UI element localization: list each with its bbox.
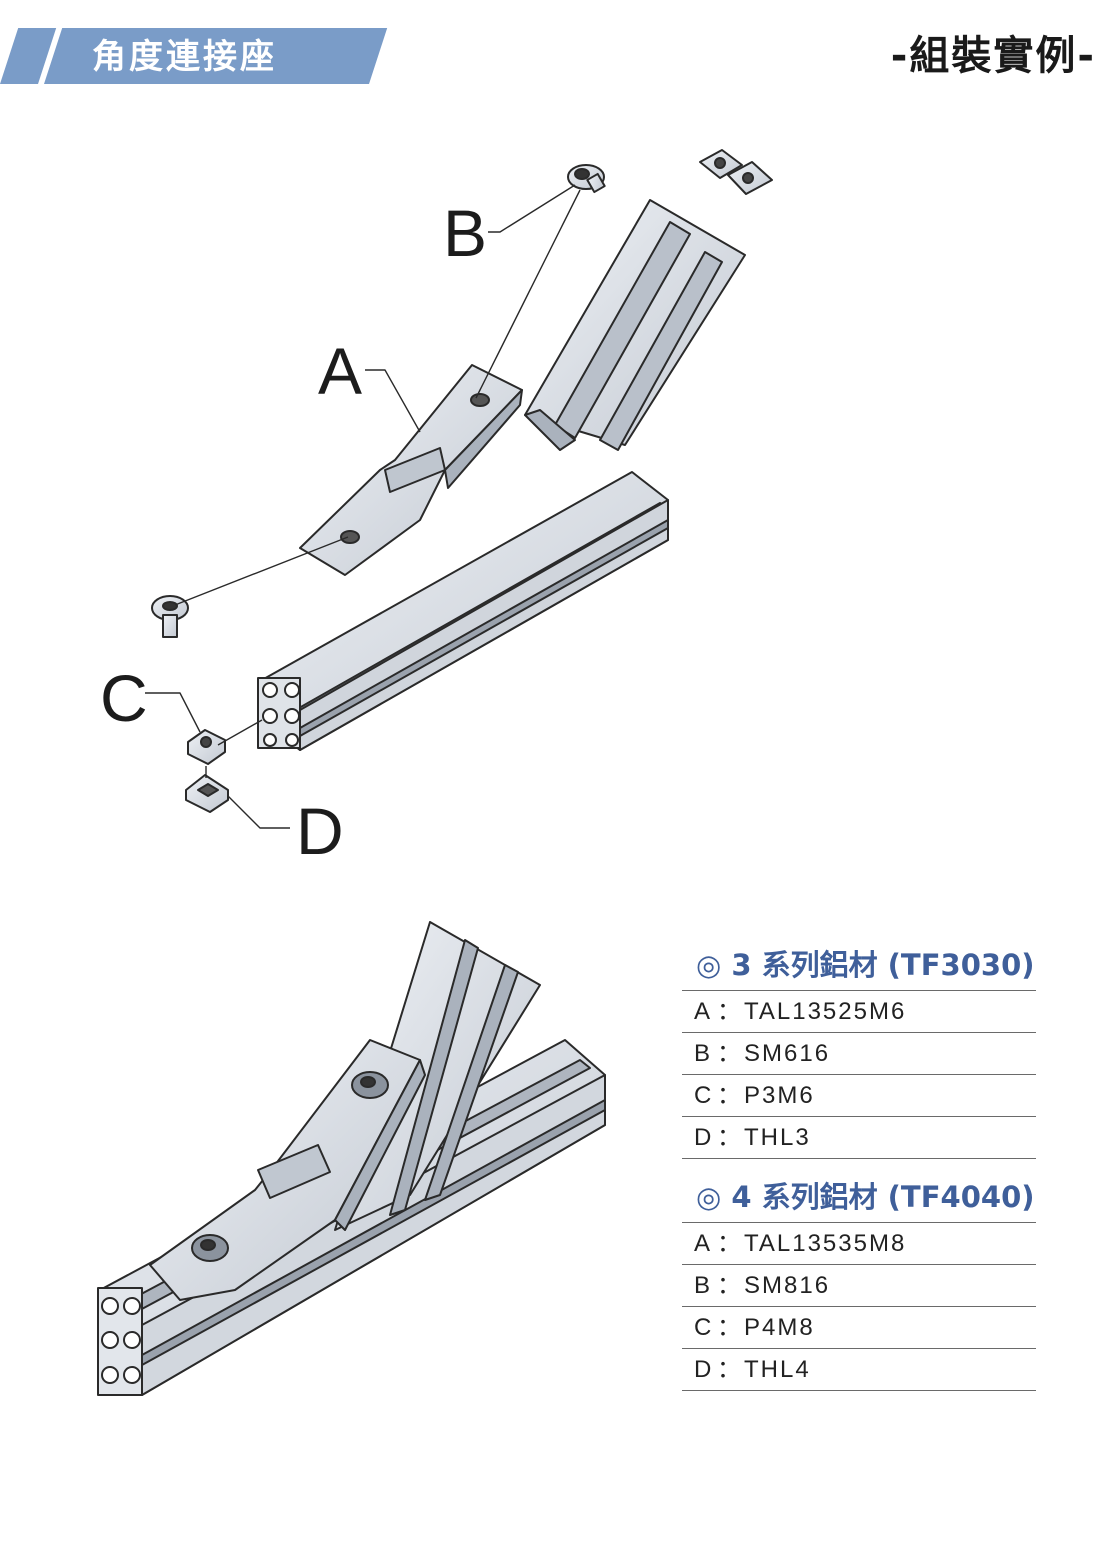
clip-d [185, 774, 229, 813]
spec-table-4-series: ◎ 4 系列鋁材 (TF4040) A：TAL13535M8 B：SM816 C：… [682, 1172, 1036, 1391]
angle-bracket-exploded [299, 364, 523, 576]
spec-row: B：SM616 [682, 1033, 1036, 1075]
callout-c: C [100, 661, 148, 735]
main-profile-exploded [257, 471, 669, 751]
callout-b: B [443, 196, 488, 270]
double-circle-icon: ◎ [696, 948, 722, 982]
spec-heading: ◎ 3 系列鋁材 (TF3030) [682, 940, 1036, 991]
section-title: 角度連接座 [92, 37, 277, 77]
leader-lines [145, 184, 581, 829]
screw-b [567, 164, 606, 194]
spec-heading-text: 4 系列鋁材 (TF4040) [731, 1180, 1035, 1214]
callout-d: D [296, 794, 344, 868]
spec-row: A：TAL13525M6 [682, 991, 1036, 1033]
nut-c [187, 729, 226, 765]
spec-row: B：SM816 [682, 1265, 1036, 1307]
spec-row: D：THL3 [682, 1117, 1036, 1159]
example-title: -組裝實例- [890, 33, 1096, 79]
double-circle-icon: ◎ [696, 1180, 722, 1214]
assembled-drawing [97, 921, 606, 1396]
spec-row: C：P4M8 [682, 1307, 1036, 1349]
header-bar: 角度連接座 -組裝實例- [0, 0, 1120, 110]
spec-row: C：P3M6 [682, 1075, 1036, 1117]
callout-a: A [318, 334, 363, 408]
angled-profile-exploded [524, 199, 746, 451]
spec-row: D：THL4 [682, 1349, 1036, 1391]
spec-heading-text: 3 系列鋁材 (TF3030) [731, 948, 1035, 982]
screw-bottom [151, 595, 189, 638]
t-nut-top [699, 149, 773, 195]
spec-heading: ◎ 4 系列鋁材 (TF4040) [682, 1172, 1036, 1223]
spec-table-3-series: ◎ 3 系列鋁材 (TF3030) A：TAL13525M6 B：SM616 C：… [682, 940, 1036, 1159]
spec-row: A：TAL13535M8 [682, 1223, 1036, 1265]
